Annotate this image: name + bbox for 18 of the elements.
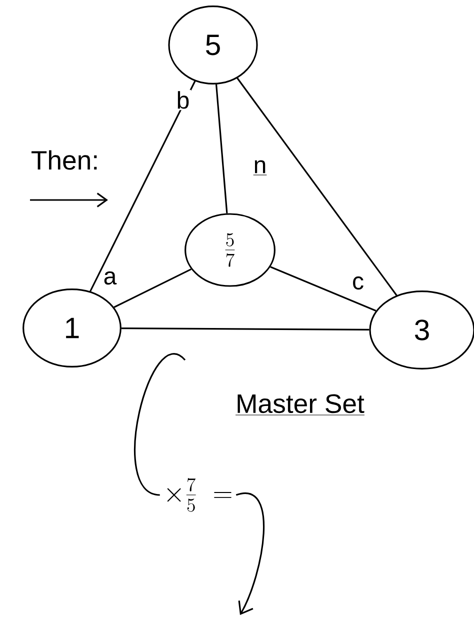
heading-text: Master Set xyxy=(235,394,365,416)
arrow xyxy=(236,492,264,615)
connector-line xyxy=(215,84,228,214)
circle-node: 5 xyxy=(168,6,258,84)
note-text: Then: xyxy=(32,150,97,170)
connector-line xyxy=(121,327,370,330)
edge-label: c xyxy=(350,275,366,291)
connector-line xyxy=(90,80,196,292)
connector-line xyxy=(114,268,192,308)
connector-line xyxy=(134,353,186,496)
connector-line xyxy=(236,78,398,296)
edge-label: a xyxy=(102,270,118,286)
connector-line xyxy=(270,266,376,312)
edge-label: b xyxy=(175,90,191,110)
circle-node: 1 xyxy=(22,288,122,368)
formula-text: $\times\frac{7}{5}\;=$ xyxy=(167,478,232,512)
edge-label: n xyxy=(252,158,268,178)
circle-node: $\frac{5}{7}$ xyxy=(184,213,276,287)
